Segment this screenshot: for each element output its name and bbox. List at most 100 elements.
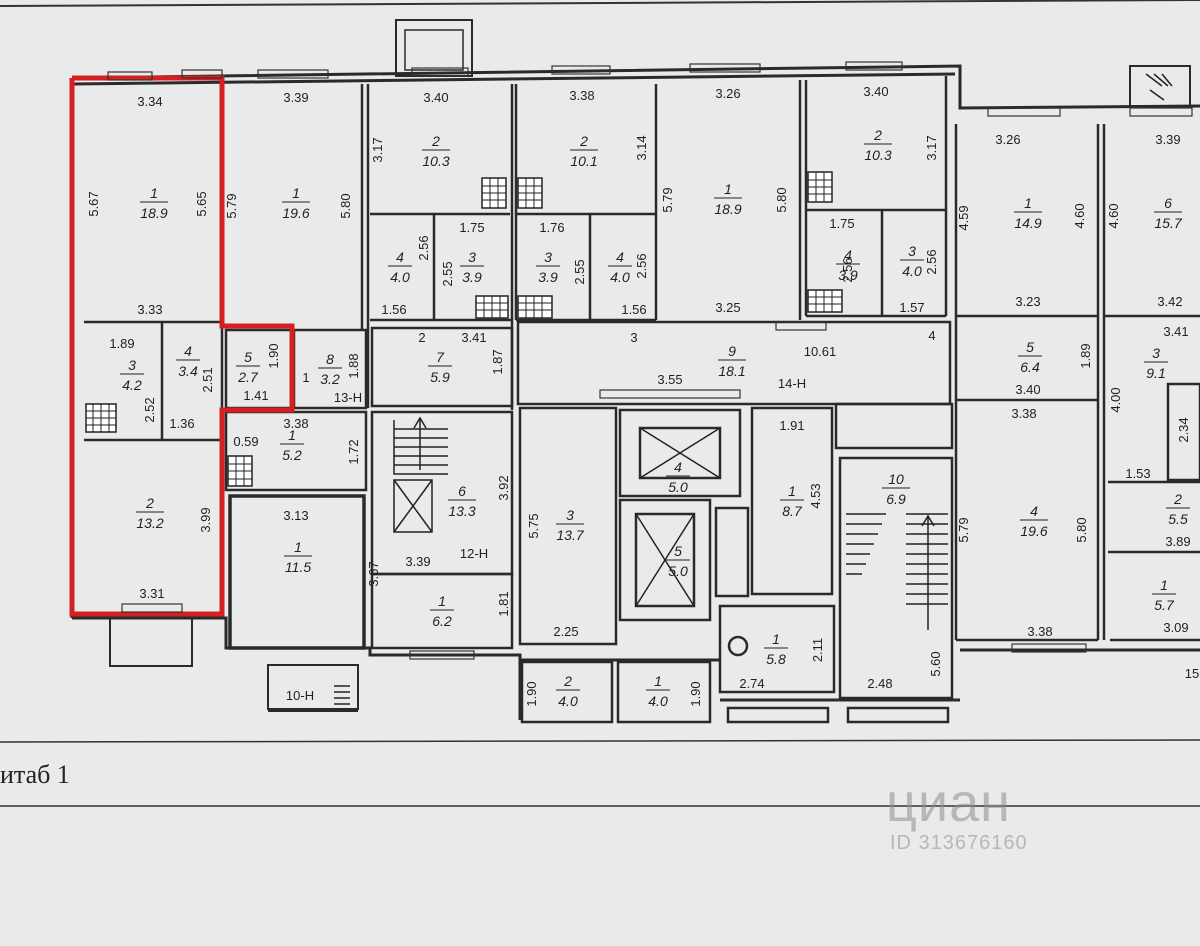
room-label: 34.2: [120, 357, 144, 393]
dim-label: 2.48: [867, 676, 892, 691]
svg-text:2: 2: [579, 133, 588, 149]
room-label: 118.9: [140, 185, 168, 221]
room-label: 918.1: [718, 343, 746, 379]
dim-label: 2.55: [572, 259, 587, 284]
room-label: 419.6: [1020, 503, 1048, 539]
svg-text:5.9: 5.9: [430, 369, 450, 385]
dim-label: 2.55: [440, 261, 455, 286]
dim-label: 1.91: [779, 418, 804, 433]
svg-text:2: 2: [431, 133, 440, 149]
svg-text:4.2: 4.2: [122, 377, 142, 393]
svg-text:15.7: 15.7: [1154, 215, 1182, 231]
dim-label: 3.89: [1165, 534, 1190, 549]
corridor-label: 3: [630, 330, 637, 345]
svg-text:2: 2: [873, 127, 882, 143]
partitions: [84, 76, 1200, 724]
svg-text:5.5: 5.5: [1168, 511, 1188, 527]
svg-text:5: 5: [244, 349, 252, 365]
dim-label: 5.80: [774, 187, 789, 212]
dim-label: 3.41: [461, 330, 486, 345]
svg-text:13.2: 13.2: [136, 515, 163, 531]
svg-text:4: 4: [616, 249, 624, 265]
corridor-label: 2: [418, 330, 425, 345]
dim-label: 5.65: [194, 191, 209, 216]
svg-text:4.0: 4.0: [610, 269, 630, 285]
svg-text:3.9: 3.9: [538, 269, 558, 285]
svg-text:1: 1: [292, 185, 300, 201]
dim-label: 3.23: [1015, 294, 1040, 309]
dim-label: 3.38: [1027, 624, 1052, 639]
dim-label: 2.74: [739, 676, 764, 691]
svg-text:7: 7: [436, 349, 445, 365]
svg-text:3.9: 3.9: [838, 267, 858, 283]
room-label: 75.9: [428, 349, 452, 385]
dim-label: 3.40: [423, 90, 448, 105]
dim-label: 3.99: [198, 507, 213, 532]
room-label: 16.2: [430, 593, 454, 629]
dim-label: 3.25: [715, 300, 740, 315]
room-label: 114.9: [1014, 195, 1042, 231]
svg-text:4: 4: [184, 343, 192, 359]
svg-text:13.7: 13.7: [556, 527, 584, 543]
room-label: 15.8: [764, 631, 788, 667]
svg-text:4.0: 4.0: [390, 269, 410, 285]
svg-text:1: 1: [788, 483, 796, 499]
svg-text:5.8: 5.8: [766, 651, 786, 667]
svg-text:4: 4: [844, 247, 852, 263]
dim-label: 1.87: [490, 349, 505, 374]
svg-text:4.0: 4.0: [648, 693, 668, 709]
dim-label: 3.17: [370, 137, 385, 162]
dim-label: 3.34: [137, 94, 162, 109]
dim-label: 3.17: [924, 135, 939, 160]
dim-label: 3.55: [657, 372, 682, 387]
svg-text:19.6: 19.6: [1020, 523, 1047, 539]
svg-text:4: 4: [674, 459, 682, 475]
dim-label: 3.67: [366, 561, 381, 586]
svg-text:6: 6: [458, 483, 466, 499]
svg-text:9: 9: [728, 343, 736, 359]
svg-text:1: 1: [438, 593, 446, 609]
dim-label: 1.89: [1078, 343, 1093, 368]
room-label: 44.0: [608, 249, 632, 285]
dim-label: 1.75: [459, 220, 484, 235]
dim-label: 1.76: [539, 220, 564, 235]
svg-text:9.1: 9.1: [1146, 365, 1165, 381]
svg-text:2: 2: [563, 673, 572, 689]
room-label: 34.0: [900, 243, 924, 279]
room-label: 83.2: [318, 351, 342, 387]
svg-text:3: 3: [544, 249, 552, 265]
dim-label: 2.25: [553, 624, 578, 639]
svg-text:5.2: 5.2: [282, 447, 302, 463]
dim-label: 3.31: [139, 586, 164, 601]
unit-label: 13-Н: [334, 390, 362, 405]
dim-label: 5.80: [338, 193, 353, 218]
dim-label: 5.60: [928, 651, 943, 676]
svg-text:8: 8: [326, 351, 334, 367]
room-label: 45.0: [666, 459, 690, 495]
dim-label: 5.67: [86, 191, 101, 216]
room-label: 210.3: [422, 133, 450, 169]
dim-label: 1.75: [829, 216, 854, 231]
svg-text:3.2: 3.2: [320, 371, 340, 387]
dim-label: 1.56: [621, 302, 646, 317]
svg-text:2.7: 2.7: [237, 369, 259, 385]
svg-text:3.9: 3.9: [462, 269, 482, 285]
svg-text:1: 1: [654, 673, 662, 689]
scale-label: итаб 1: [0, 760, 70, 789]
svg-text:6.9: 6.9: [886, 491, 906, 507]
dim-label: 3.42: [1157, 294, 1182, 309]
room-label: 56.4: [1018, 339, 1042, 375]
dim-label: 1.36: [169, 416, 194, 431]
dim-label: 5.79: [956, 517, 971, 542]
room-label: 25.5: [1166, 491, 1190, 527]
unit-labels: 13-Н 12-Н 14-Н 10-Н: [286, 376, 806, 703]
dim-label: 3.39: [1155, 132, 1180, 147]
svg-text:18.9: 18.9: [140, 205, 167, 221]
room-label: 210.1: [570, 133, 598, 169]
dim-label: 3.40: [863, 84, 888, 99]
sheet-frame: [0, 0, 1200, 807]
svg-text:14.9: 14.9: [1014, 215, 1041, 231]
corridor-labels: 1 2 3 4: [302, 328, 935, 385]
svg-text:10: 10: [888, 471, 904, 487]
